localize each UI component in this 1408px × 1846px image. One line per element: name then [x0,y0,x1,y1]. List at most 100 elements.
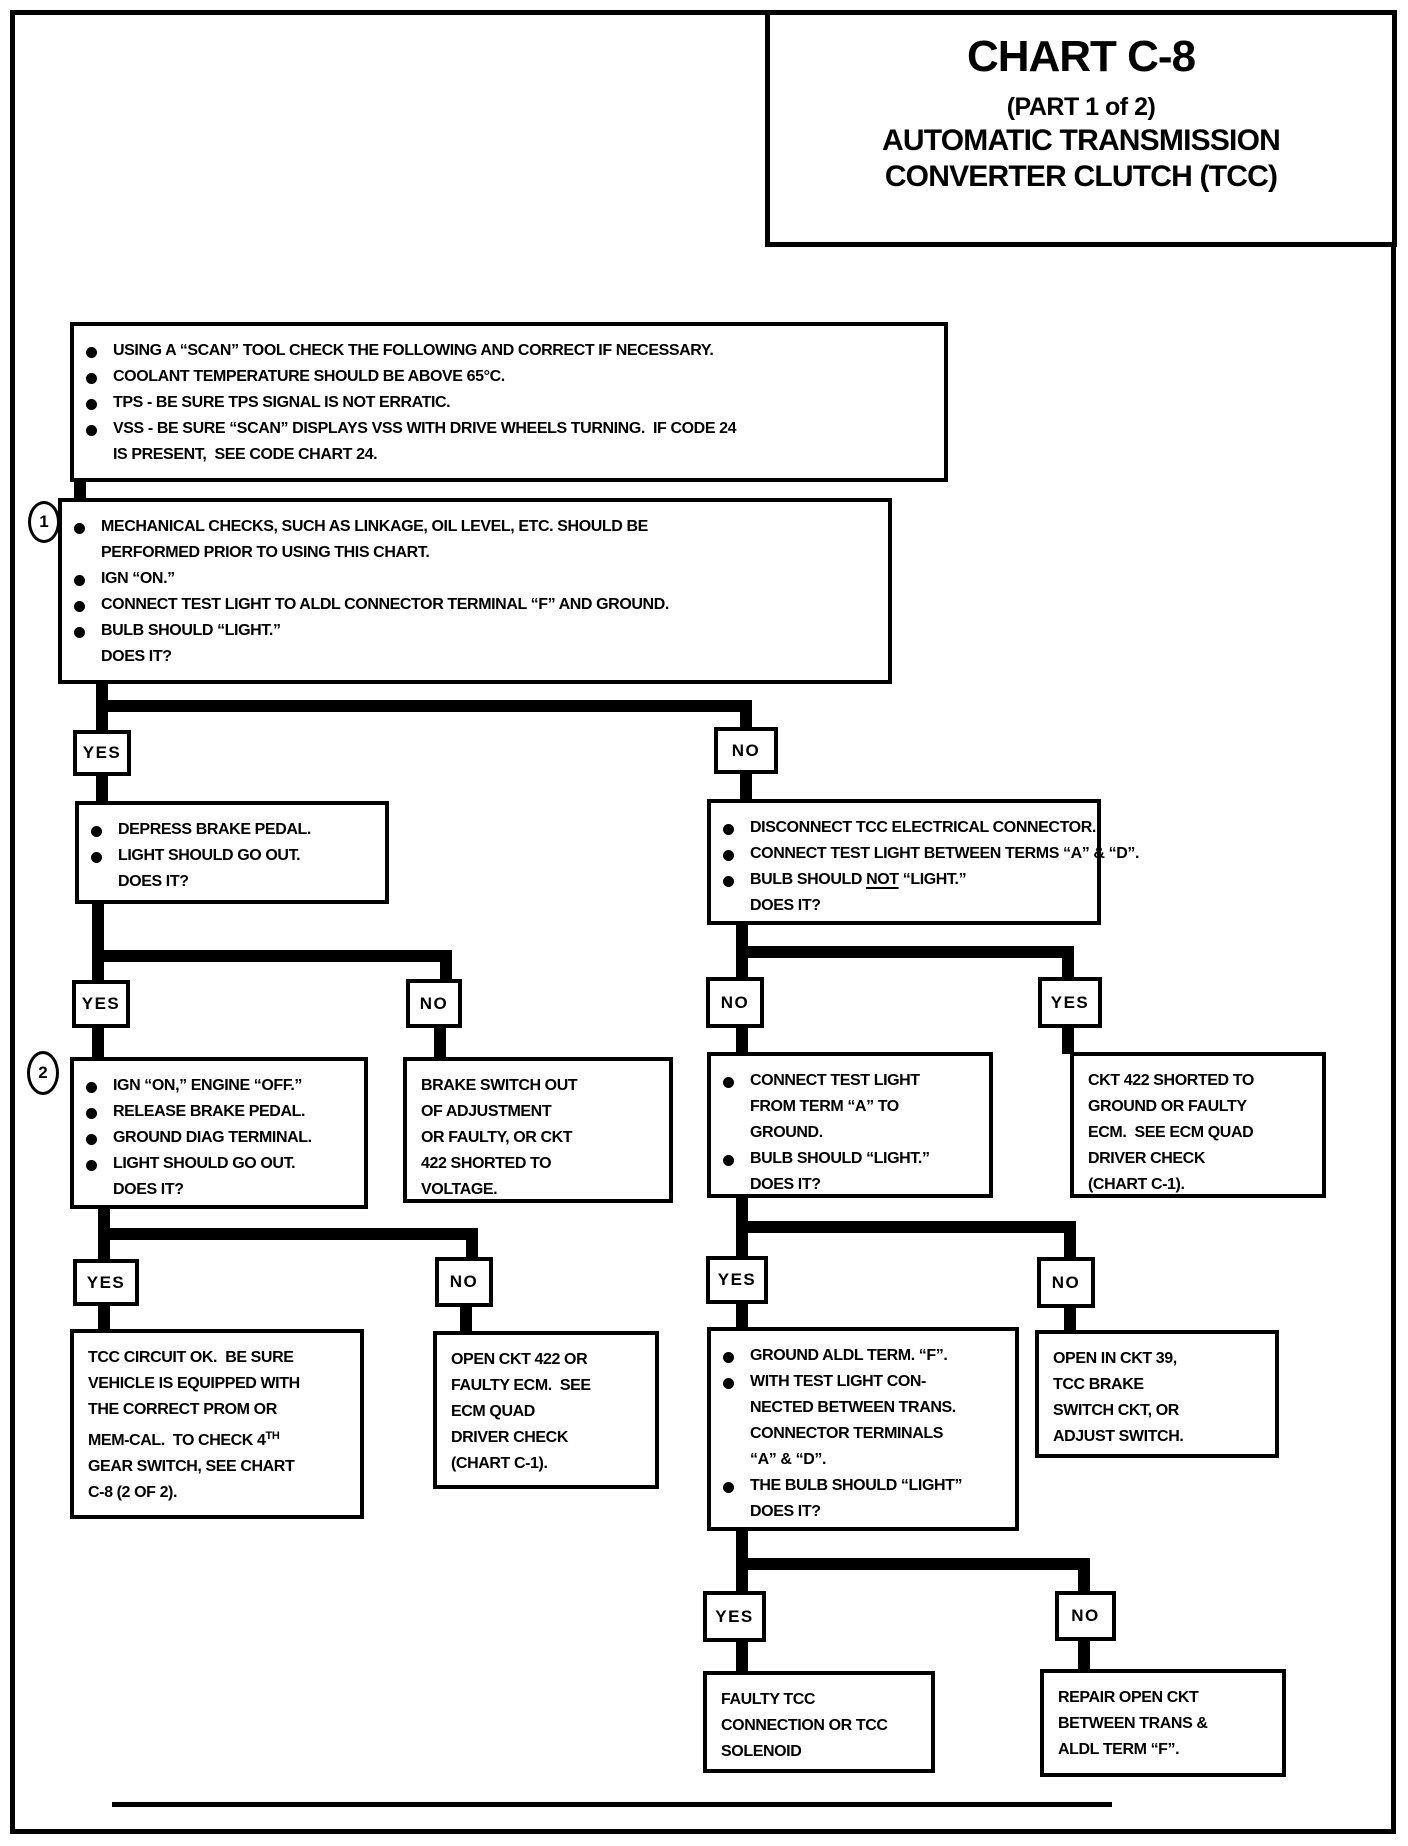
connector [440,962,452,980]
bullet-icon [86,347,97,358]
ign-on-engine-off-box: IGN “ON,” ENGINE “OFF.” RELEASE BRAKE PE… [70,1057,368,1209]
connector [740,712,752,729]
does-it-text: DOES IT? [750,897,821,914]
bullet-icon [723,1378,734,1389]
chart-subtitle-1: AUTOMATIC TRANSMISSION [882,124,1281,157]
open-ckt422-box: OPEN CKT 422 OR FAULTY ECM. SEE ECM QUAD… [433,1331,659,1489]
bullet-icon [86,373,97,384]
decision-yes-3: YES [1038,977,1102,1028]
list-item: WITH TEST LIGHT CON- NECTED BETWEEN TRAN… [711,1369,1015,1473]
connector [466,1240,478,1258]
bullet-icon [86,425,97,436]
connector [74,478,86,502]
connector [92,903,104,981]
chart-title-box: CHART C-8 (PART 1 of 2) AUTOMATIC TRANSM… [765,10,1397,247]
decision-yes-6: YES [703,1591,766,1642]
list-item: CONNECT TEST LIGHT FROM TERM “A” TO GROU… [711,1068,989,1146]
connector [736,1304,748,1328]
bullet-icon [74,627,85,638]
list-item: TPS - BE SURE TPS SIGNAL IS NOT ERRATIC. [74,390,944,416]
chart-part: (PART 1 of 2) [1006,93,1156,121]
list-item: IGN “ON,” ENGINE “OFF.” [74,1073,364,1099]
connector [1078,1641,1090,1669]
connector [460,1307,472,1332]
list-item: BULB SHOULD “LIGHT.” DOES IT? [711,1146,989,1198]
bullet-icon [91,852,102,863]
repair-open-ckt-box: REPAIR OPEN CKT BETWEEN TRANS & ALDL TER… [1040,1669,1286,1777]
connector [736,946,1074,958]
list-item: GROUND DIAG TERMINAL. [74,1125,364,1151]
bullet-icon [86,399,97,410]
tcc-ok-text: TCC CIRCUIT OK. BE SURE VEHICLE IS EQUIP… [88,1349,300,1449]
bullet-icon [723,1155,734,1166]
decision-no-4: NO [435,1257,493,1307]
list-item: IGN “ON.” [62,566,888,592]
list-item: RELEASE BRAKE PEDAL. [74,1099,364,1125]
step-1-badge: 1 [28,501,60,543]
decision-no-3: NO [706,977,764,1028]
bullet-icon [74,601,85,612]
connector [1064,1233,1076,1258]
open-ckt39-box: OPEN IN CKT 39, TCC BRAKE SWITCH CKT, OR… [1035,1330,1279,1458]
list-item: BULB SHOULD NOT “LIGHT.” DOES IT? [711,867,1097,919]
superscript-th: TH [265,1430,280,1442]
connector [736,1221,1076,1233]
decision-no-2: NO [406,979,462,1028]
connect-term-a-box: CONNECT TEST LIGHT FROM TERM “A” TO GROU… [707,1052,993,1198]
list-item: LIGHT SHOULD GO OUT. DOES IT? [79,843,385,895]
list-item: MECHANICAL CHECKS, SUCH AS LINKAGE, OIL … [62,514,888,566]
bullet-icon [91,826,102,837]
connector [1064,1308,1076,1331]
list-item: LIGHT SHOULD GO OUT. DOES IT? [74,1151,364,1203]
disconnect-tcc-box: DISCONNECT TCC ELECTRICAL CONNECTOR. CON… [707,799,1139,925]
not-underlined: NOT [866,871,899,888]
connector [96,775,108,803]
decision-yes-1: YES [73,730,131,776]
chart-subtitle-2: CONVERTER CLUTCH (TCC) [884,160,1278,193]
decision-yes-5: YES [706,1256,768,1304]
list-item: GROUND ALDL TERM. “F”. [711,1343,1015,1369]
connector [736,1642,748,1671]
connector [434,1028,446,1058]
chart-title: CHART C-8 [966,32,1196,81]
connector [98,1306,110,1330]
list-item: DISCONNECT TCC ELECTRICAL CONNECTOR. [711,815,1097,841]
brake-switch-fault-box: BRAKE SWITCH OUT OF ADJUSTMENT OR FAULTY… [403,1057,673,1203]
connector [96,700,752,712]
connector [736,1558,1090,1570]
list-item: VSS - BE SURE “SCAN” DISPLAYS VSS WITH D… [74,416,944,468]
list-item: COOLANT TEMPERATURE SHOULD BE ABOVE 65°C… [74,364,944,390]
decision-no-5: NO [1037,1257,1095,1308]
bullet-icon [723,850,734,861]
decision-yes-2: YES [72,980,130,1028]
bullet-icon [74,523,85,534]
bullet-icon [74,575,85,586]
list-item: CONNECT TEST LIGHT TO ALDL CONNECTOR TER… [62,592,888,618]
connector [740,773,752,802]
ckt422-shorted-box: CKT 422 SHORTED TO GROUND OR FAULTY ECM.… [1070,1052,1326,1198]
page-border [10,10,1396,1834]
list-item: DEPRESS BRAKE PEDAL. [79,817,385,843]
ground-aldl-box: GROUND ALDL TERM. “F”. WITH TEST LIGHT C… [707,1327,1019,1531]
bullet-icon [723,824,734,835]
step-2-badge: 2 [27,1051,59,1095]
decision-yes-4: YES [73,1259,139,1306]
connector [98,1228,478,1240]
bullet-icon [86,1082,97,1093]
bulb-text: “LIGHT.” [898,871,967,888]
tcc-ok-text: GEAR SWITCH, SEE CHART C-8 (2 OF 2). [88,1458,295,1501]
decision-no-6: NO [1055,1591,1116,1641]
bullet-icon [86,1134,97,1145]
bullet-icon [723,1352,734,1363]
mechanical-checks-box: MECHANICAL CHECKS, SUCH AS LINKAGE, OIL … [58,498,892,684]
bottom-rule [112,1802,1112,1807]
connector [92,950,452,962]
decision-no-1: NO [714,727,778,774]
bullet-icon [86,1108,97,1119]
tcc-circuit-ok-box: TCC CIRCUIT OK. BE SURE VEHICLE IS EQUIP… [70,1329,364,1519]
bullet-icon [723,1482,734,1493]
connector [1062,958,1074,977]
list-item: USING A “SCAN” TOOL CHECK THE FOLLOWING … [74,338,944,364]
scan-tool-checks-box: USING A “SCAN” TOOL CHECK THE FOLLOWING … [70,322,948,482]
